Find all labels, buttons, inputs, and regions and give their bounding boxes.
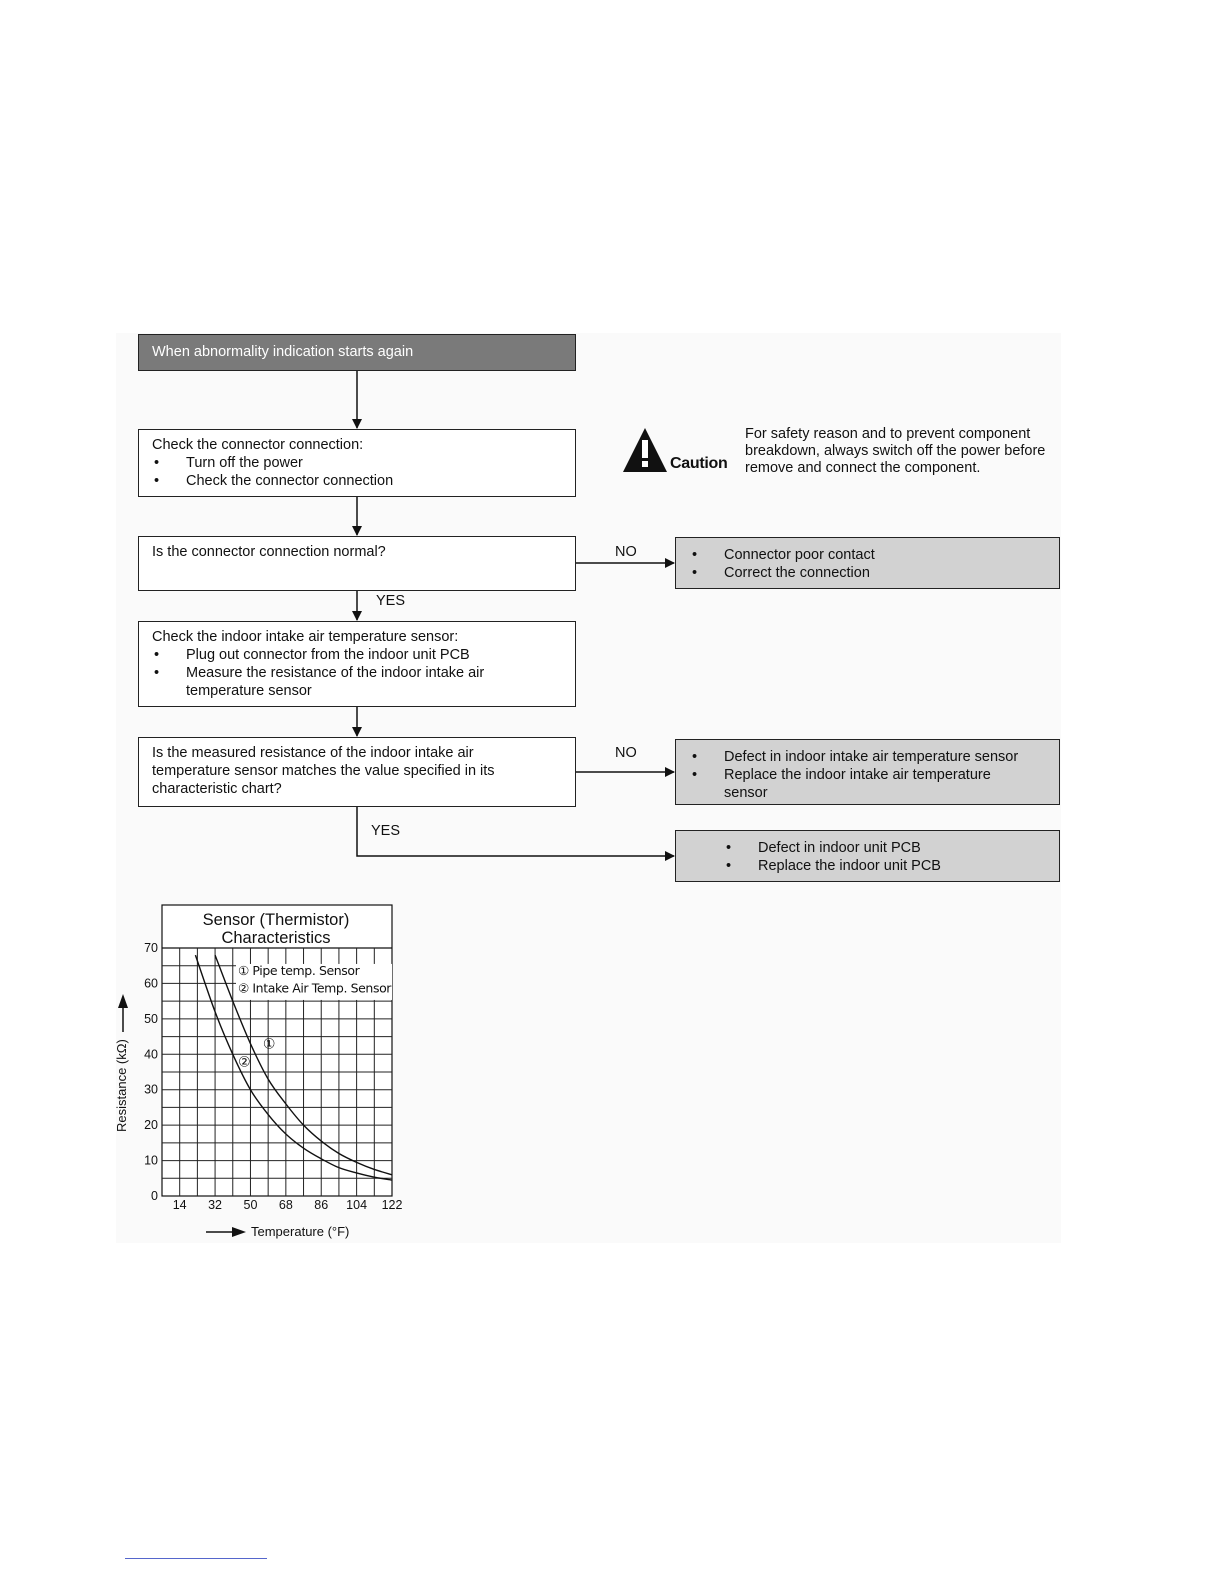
result2-box: Defect in indoor intake air temperature … [675,739,1060,805]
x-axis-label: Temperature (°F) [251,1224,349,1239]
y-tick-label: 60 [144,976,158,990]
step2-box: Check the indoor intake air temperature … [138,621,576,707]
x-tick-label: 50 [244,1198,258,1212]
step1-item: Check the connector connection [152,472,562,490]
chart-frame [161,904,393,1197]
series-line-2 [194,954,393,1181]
no2-label: NO [615,745,637,761]
question1-box: Is the connector connection normal? [138,536,576,591]
caution-label: Caution [670,455,728,472]
y-tick-label: 30 [144,1083,158,1097]
x-tick-label: 14 [173,1198,187,1212]
result3-box: Defect in indoor unit PCB Replace the in… [675,830,1060,882]
x-tick-label: 104 [346,1198,367,1212]
y-axis-arrow-head [118,994,128,1008]
step2-item: Plug out connector from the indoor unit … [152,646,562,664]
x-axis-arrow-head [232,1227,246,1237]
y-tick-label: 10 [144,1154,158,1168]
no1-label: NO [615,544,637,560]
result3-item: Replace the indoor unit PCB [690,857,1045,875]
legend-background [236,963,392,1000]
arrow-question2-yes [356,807,675,861]
y-tick-label: 20 [144,1118,158,1132]
step1-item: Turn off the power [152,454,562,472]
step2-item: Measure the resistance of the indoor int… [152,664,506,700]
y-tick-label: 50 [144,1012,158,1026]
start-box: When abnormality indication starts again [138,334,576,371]
series-line-1 [214,954,393,1176]
step2-title: Check the indoor intake air temperature … [152,629,459,645]
chart-title-line2: Characteristics [221,929,330,947]
result2-item: Defect in indoor intake air temperature … [690,748,1045,766]
result1-item: Correct the connection [690,564,1045,582]
footer-link-underline [125,1558,267,1559]
y-tick-label: 0 [151,1189,158,1203]
result2-item: Replace the indoor intake air temperatur… [690,766,1014,802]
yes1-label: YES [376,593,406,609]
caution-text: For safety reason and to prevent compone… [745,426,1046,476]
result1-box: Connector poor contact Correct the conne… [675,537,1060,589]
x-tick-label: 86 [314,1198,328,1212]
x-tick-label: 32 [208,1198,222,1212]
legend-entry: ① Pipe temp. Sensor [238,963,361,978]
series-marker-label-2: ② [238,1054,251,1070]
step1-title: Check the connector connection: [152,437,364,453]
chart-title-line1: Sensor (Thermistor) [203,911,350,929]
x-tick-label: 122 [382,1198,403,1212]
legend-entry: ② Intake Air Temp. Sensor [238,981,392,996]
y-axis-label: Resistance (kΩ) [114,1039,129,1132]
x-tick-label: 68 [279,1198,293,1212]
question2-box: Is the measured resistance of the indoor… [138,737,576,807]
y-tick-label: 40 [144,1047,158,1061]
series-marker-label-1: ① [263,1037,276,1053]
question2-text: Is the measured resistance of the indoor… [152,745,495,797]
yes2-label: YES [371,823,401,839]
start-text: When abnormality indication starts again [152,344,414,360]
result1-item: Connector poor contact [690,546,1045,564]
result3-item: Defect in indoor unit PCB [690,839,1045,857]
question1-text: Is the connector connection normal? [152,544,386,560]
step1-box: Check the connector connection: Turn off… [138,429,576,497]
y-tick-label: 70 [144,941,158,955]
